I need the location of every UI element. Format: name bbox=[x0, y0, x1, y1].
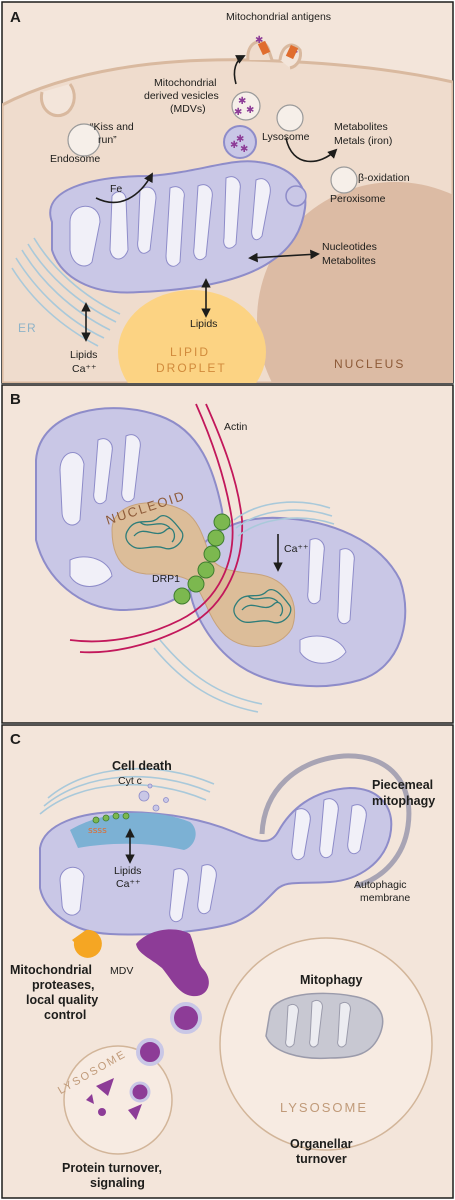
lipid-transfer-marks: ssss bbox=[88, 826, 107, 836]
lysosome-small-vesicle bbox=[136, 1038, 164, 1066]
label-nucleus: NUCLEUS bbox=[334, 357, 405, 371]
svg-text:✱: ✱ bbox=[246, 105, 254, 116]
svg-text:✱: ✱ bbox=[255, 35, 263, 46]
label-ca-b: Ca⁺⁺ bbox=[284, 543, 309, 555]
panel-letter-c: C bbox=[10, 731, 21, 748]
label-protein-2: signaling bbox=[90, 1176, 145, 1190]
mtdna-upper bbox=[125, 515, 184, 550]
panel-letter-b: B bbox=[10, 391, 21, 408]
label-nucleotides: Nucleotides bbox=[322, 241, 377, 253]
label-mitochondrial-antigens: Mitochondrial antigens bbox=[226, 11, 331, 23]
lysosome-small bbox=[63, 1045, 173, 1155]
label-actin: Actin bbox=[224, 421, 248, 433]
mdv-bud bbox=[223, 125, 257, 159]
tethers-c bbox=[92, 812, 130, 824]
cristae-c bbox=[59, 798, 367, 923]
cristae-a bbox=[69, 176, 271, 267]
svg-text:✱: ✱ bbox=[236, 134, 244, 145]
label-cyt-c: Cyt c bbox=[118, 775, 142, 787]
mitochondrion-in-lysosome bbox=[265, 992, 384, 1060]
label-lysosome-a: Lysosome bbox=[262, 131, 310, 143]
mdv-vesicle-c bbox=[170, 1002, 202, 1034]
label-mdv-line1: Mitochondrial bbox=[154, 77, 216, 89]
label-proteases-4: control bbox=[44, 1008, 86, 1022]
label-kiss-line1: “Kiss and bbox=[90, 121, 134, 133]
antigen-receptor-right bbox=[285, 44, 299, 60]
panel-b: Actin NUCLEOID Ca⁺⁺ DRP1 B bbox=[1, 384, 454, 724]
label-protein-1: Protein turnover, bbox=[62, 1161, 162, 1175]
label-proteases-1: Mitochondrial bbox=[10, 963, 92, 977]
label-kiss-line2: run” bbox=[98, 134, 117, 146]
svg-text:✱: ✱ bbox=[238, 96, 246, 107]
label-ca-c: Ca⁺⁺ bbox=[116, 878, 141, 890]
endosome bbox=[67, 123, 101, 157]
label-metabolites2: Metabolites bbox=[322, 255, 376, 267]
label-piecemeal-2: mitophagy bbox=[372, 794, 435, 808]
label-mdv-c: MDV bbox=[110, 965, 133, 977]
antigen-receptor-left bbox=[257, 40, 271, 56]
mtdna-lower bbox=[233, 589, 292, 624]
label-lipid-droplet-1: LIPID bbox=[170, 345, 210, 359]
peroxisome bbox=[330, 166, 358, 194]
arrows-a bbox=[81, 55, 338, 342]
nucleus bbox=[257, 182, 453, 383]
label-mdv-line2: derived vesicles bbox=[144, 90, 219, 102]
label-proteases-2: proteases, bbox=[32, 978, 95, 992]
panel-a: ✱✱✱ ✱✱✱ ✱✱ Mitochondrial antigens Mitoch… bbox=[1, 1, 454, 384]
svg-text:✱: ✱ bbox=[234, 107, 242, 118]
label-organellar-2: turnover bbox=[296, 1152, 347, 1166]
autophagic-membrane bbox=[259, 753, 412, 889]
lysosome-fragments bbox=[86, 1078, 151, 1120]
svg-text:✱: ✱ bbox=[240, 144, 248, 155]
cristae-lysosome bbox=[285, 999, 351, 1048]
label-drp1: DRP1 bbox=[152, 573, 180, 585]
er-c bbox=[39, 767, 215, 815]
label-metals: Metals (iron) bbox=[334, 135, 392, 147]
label-autophagic-2: membrane bbox=[360, 892, 410, 904]
label-lipids-droplet: Lipids bbox=[190, 318, 217, 330]
lysosome-a bbox=[276, 104, 304, 132]
actin-filaments bbox=[69, 403, 244, 654]
label-mdv-line3: (MDVs) bbox=[170, 103, 206, 115]
cyt-c-dots bbox=[138, 783, 169, 812]
label-fe: Fe bbox=[110, 183, 122, 195]
mdv-c bbox=[136, 929, 209, 997]
label-organellar-1: Organellar bbox=[290, 1137, 353, 1151]
label-endosome: Endosome bbox=[50, 153, 100, 165]
label-mitophagy: Mitophagy bbox=[300, 973, 363, 987]
label-lysosome-big: LYSOSOME bbox=[280, 1100, 368, 1115]
membrane-pit-left bbox=[39, 83, 76, 118]
drp1-ring bbox=[173, 513, 231, 605]
lipid-droplet bbox=[118, 290, 266, 383]
label-lipid-droplet-2: DROPLET bbox=[156, 361, 227, 375]
er-b bbox=[153, 501, 335, 713]
label-metabolites: Metabolites bbox=[334, 121, 388, 133]
label-piecemeal-1: Piecemeal bbox=[372, 778, 433, 792]
protease-pacman bbox=[72, 929, 102, 958]
label-ca-er: Ca⁺⁺ bbox=[72, 363, 97, 375]
label-beta-oxidation: β-oxidation bbox=[358, 172, 410, 184]
label-cell-death: Cell death bbox=[112, 759, 172, 773]
panel-c: ssss bbox=[1, 724, 454, 1199]
label-proteases-3: local quality bbox=[26, 993, 98, 1007]
label-er: ER bbox=[18, 321, 37, 335]
label-lipids-c: Lipids bbox=[114, 865, 141, 877]
label-peroxisome: Peroxisome bbox=[330, 193, 386, 205]
panel-letter-a: A bbox=[10, 9, 21, 26]
peroxisome-bud bbox=[285, 185, 307, 207]
mdv-vesicle bbox=[231, 91, 261, 121]
label-autophagic-1: Autophagic bbox=[354, 879, 407, 891]
svg-text:✱: ✱ bbox=[230, 140, 238, 151]
cristae-b bbox=[59, 434, 355, 664]
label-lipids-er: Lipids bbox=[70, 349, 97, 361]
